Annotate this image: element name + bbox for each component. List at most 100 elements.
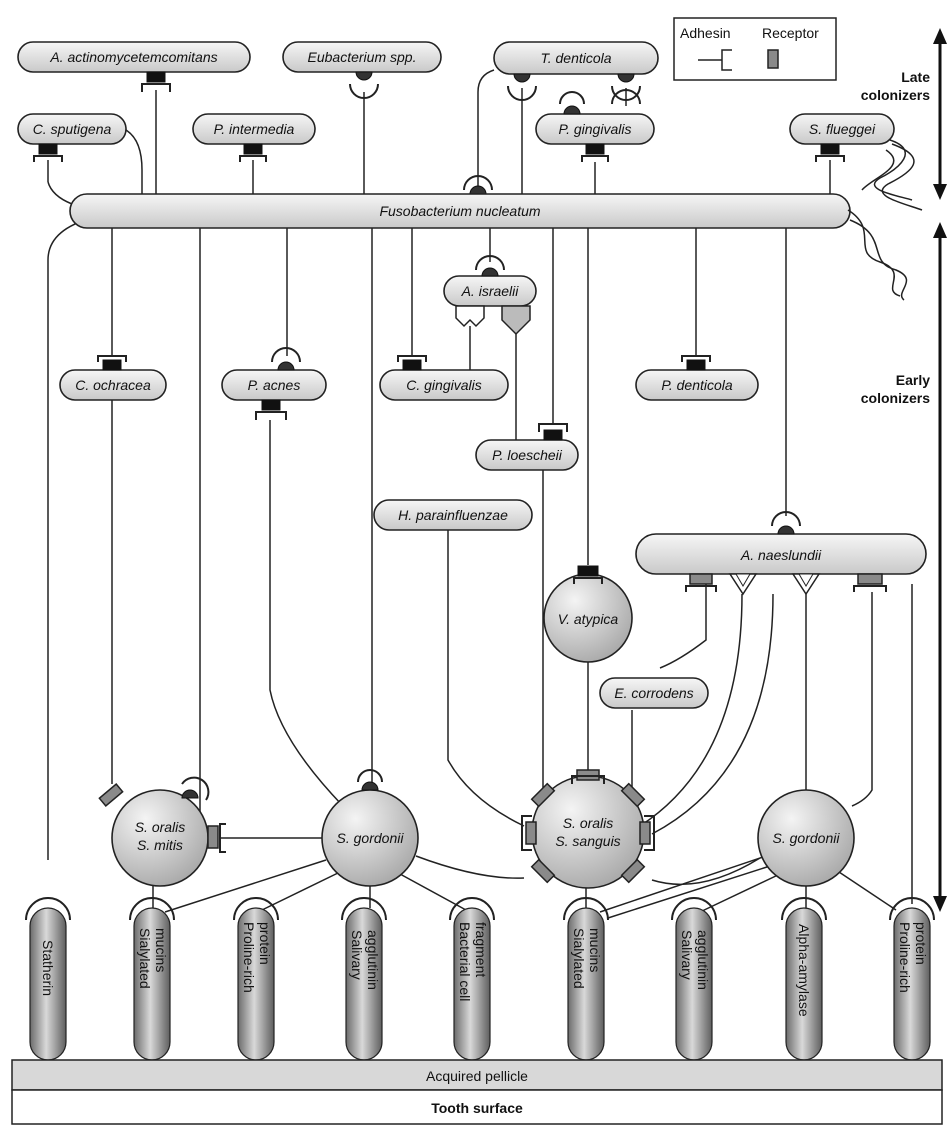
early-label-1: Early: [896, 372, 930, 388]
legend-adhesin-label: Adhesin: [680, 25, 731, 41]
late-label-1: Late: [901, 69, 930, 85]
line-naes-sgord-b: [851, 592, 873, 807]
early-label-2: colonizers: [861, 390, 930, 406]
receptor-symbol: [767, 49, 779, 69]
receptor-label-6a: Sialylated: [571, 928, 587, 989]
label-s-mitis: S. mitis: [137, 837, 183, 853]
receptor-column-3: Proline-rich protein: [233, 897, 279, 1061]
receptor-label-1a: Statherin: [40, 940, 56, 996]
receptor-label-3a: Proline-rich: [241, 922, 257, 993]
label-s-flueggei: S. flueggei: [809, 121, 876, 137]
line-sgord2-proline: [835, 869, 897, 911]
label-c-gingivalis: C. gingivalis: [406, 377, 481, 393]
receptor-column-6: Sialylated mucins: [563, 897, 609, 1061]
receptor-column-1: Statherin: [25, 897, 71, 1061]
late-colonizers: A. actinomycetemcomitans Eubacterium spp…: [17, 41, 923, 211]
arrow-down-icon-2: [933, 896, 947, 912]
label-p-denticola: P. denticola: [661, 377, 733, 393]
flagella-icon: [873, 139, 913, 201]
receptor-label-4a: Salivary: [349, 930, 365, 980]
label-p-acnes: P. acnes: [248, 377, 301, 393]
receptor-column-4: Salivary agglutinin: [341, 897, 387, 1061]
pill-s-flueggei: [789, 113, 895, 145]
label-v-atypica: V. atypica: [558, 611, 619, 627]
label-f-nucleatum: Fusobacterium nucleatum: [379, 203, 540, 219]
label-s-oralis-1: S. oralis: [135, 819, 186, 835]
receptor-column-5: Bacterial cell fragment: [449, 897, 495, 1061]
receptor-column-2: Sialylated mucins: [129, 897, 175, 1061]
receptor-columns: Statherin Sialylated mucins Proline-rich…: [25, 897, 935, 1061]
sphere-s-gordonii-2: [757, 789, 855, 887]
receptor-label-7a: Salivary: [679, 930, 695, 980]
receptor-column-8: Alpha-amylase: [781, 897, 827, 1061]
receptor-label-3b: protein: [257, 922, 273, 965]
arrow-down-icon: [933, 184, 947, 200]
cup-eubacterium: [349, 83, 379, 99]
line-sgord2-sial-b: [607, 865, 771, 919]
knob-eubacterium: [355, 71, 373, 81]
pill-c-gingivalis: [379, 369, 509, 401]
pill-c-sputigena: [17, 113, 127, 145]
line-sgord-proline: [261, 871, 341, 911]
label-a-israelii: A. israelii: [461, 283, 520, 299]
pill-p-loescheii: [475, 439, 579, 471]
tooth-surface-label: Tooth surface: [431, 1100, 523, 1116]
receptor-label-9a: Proline-rich: [897, 922, 913, 993]
line-c-sputigena-b: [47, 181, 73, 205]
receptor-label-7b: agglutinin: [695, 930, 711, 990]
receptor-label-2a: Sialylated: [137, 928, 153, 989]
late-label-2: colonizers: [861, 87, 930, 103]
label-p-loescheii: P. loescheii: [492, 447, 563, 463]
receptor-label-5a: Bacterial cell: [457, 922, 473, 1001]
line-p-acnes-down: [269, 420, 343, 806]
label-p-intermedia: P. intermedia: [214, 121, 295, 137]
line-sgord2-sial: [599, 855, 767, 913]
line-naes-soralis-a: [639, 593, 743, 827]
acquired-pellicle-label: Acquired pellicle: [426, 1068, 528, 1084]
acquired-pellicle-layer: [11, 1059, 943, 1091]
line-sgord2-saliv: [699, 873, 781, 913]
receptor-column-7: Salivary agglutinin: [671, 897, 717, 1061]
early-colonizers: A. israelii C. ochracea P. acnes C. ging…: [59, 255, 927, 889]
pill-e-corrodens: [599, 677, 709, 709]
label-a-actino: A. actinomycetemcomitans: [49, 49, 217, 65]
pill-a-actino: [17, 41, 251, 73]
legend-box: [673, 17, 837, 81]
receptor-label-9b: protein: [913, 922, 929, 965]
side-arrows: Late colonizers Early colonizers: [861, 28, 947, 912]
label-e-corrodens: E. corrodens: [614, 685, 693, 701]
late-markers: [33, 71, 845, 195]
cup-pging-right: [611, 89, 641, 105]
line-sgord-soralis: [415, 855, 525, 879]
line-c-sputigena-up: [125, 129, 143, 194]
receptor-label-4b: agglutinin: [365, 930, 381, 990]
tooth-surface-layer: [11, 1089, 943, 1125]
line-naes-soralis-b: [651, 593, 774, 835]
legend-receptor-label: Receptor: [762, 25, 819, 41]
receptor-label-6b: mucins: [587, 928, 603, 972]
label-h-parainfluenzae: H. parainfluenzae: [398, 507, 508, 523]
arrow-up-icon-2: [933, 222, 947, 238]
adhesin-israelii-left: [455, 305, 485, 328]
line-naes-ecorr: [659, 584, 707, 669]
arrow-up-icon: [933, 28, 947, 44]
label-eubacterium: Eubacterium spp.: [308, 49, 417, 65]
label-s-gordonii-2: S. gordonii: [773, 830, 841, 846]
line-t-denticola-a: [477, 69, 495, 186]
line-soralis-sgord2: [651, 857, 761, 886]
label-p-gingivalis: P. gingivalis: [559, 121, 632, 137]
adhesin-israelii-right: [501, 305, 531, 336]
label-s-oralis-2: S. oralis: [563, 815, 614, 831]
pill-t-denticola: [493, 41, 659, 75]
label-s-sanguis: S. sanguis: [555, 833, 620, 849]
label-s-gordonii-1: S. gordonii: [337, 830, 405, 846]
receptor-label-5b: fragment: [473, 922, 489, 977]
line-h-para-down: [447, 530, 525, 827]
label-c-sputigena: C. sputigena: [33, 121, 112, 137]
adhesin-a-actino: [141, 83, 171, 92]
adhesin-bracket: [721, 49, 732, 71]
receptor-label-2b: mucins: [153, 928, 169, 972]
receptor-a-actino: [146, 71, 166, 83]
pill-h-parainfluenzae: [373, 499, 533, 531]
